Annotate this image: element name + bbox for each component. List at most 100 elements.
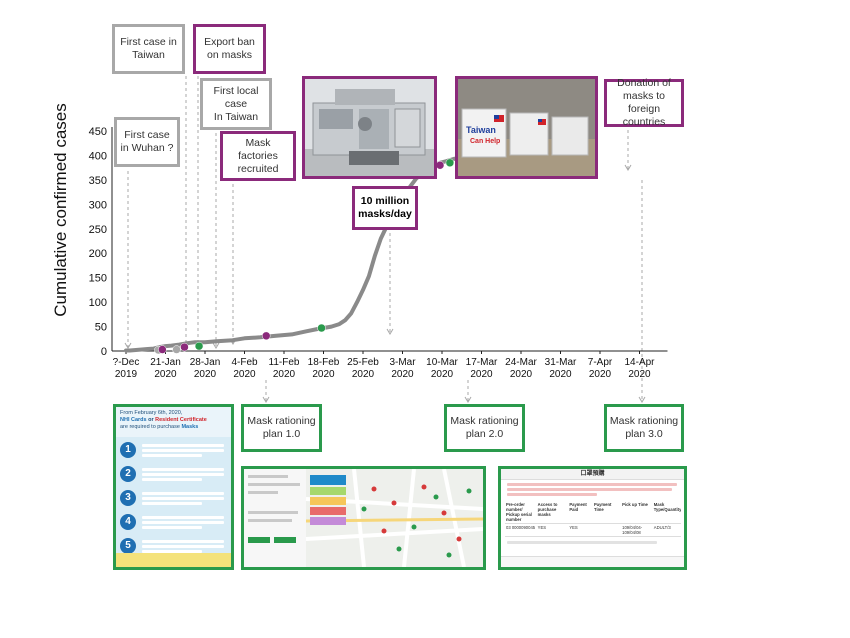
guide-arrowhead <box>212 342 220 349</box>
plan1-step-text-line <box>142 454 202 457</box>
event-marker <box>261 331 271 341</box>
y-tick-label: 0 <box>101 346 107 358</box>
plan1-step-text-line <box>142 540 224 543</box>
guide-arrowhead <box>124 342 132 349</box>
y-tick-labels: 0 50 100 150 200 250 300 350 400 450 <box>89 126 107 358</box>
plan1-step: 5 <box>120 537 228 557</box>
plan1-step-number: 3 <box>120 490 136 506</box>
plan3-cell: YES <box>537 525 547 530</box>
plan1-step-number: 5 <box>120 538 136 554</box>
guide-arrowhead <box>464 396 472 403</box>
event-guide-lines <box>124 76 646 403</box>
event-marker <box>194 341 204 351</box>
plan3-cell: Pick up Time <box>622 502 648 507</box>
event-marker <box>435 160 445 170</box>
y-axis-label: Cumulative confirmed cases <box>51 103 70 317</box>
plan3-cell: 03 0000090045 <box>506 525 536 530</box>
y-tick-label: 350 <box>89 175 107 187</box>
warehouse-photo: Taiwan Can Help <box>455 76 598 179</box>
plan1-step: 1 <box>120 441 228 461</box>
plan2-map-screenshot <box>241 466 486 570</box>
plan1-title-nhi: NHI Cards <box>120 417 147 423</box>
plan1-infographic: From February 6th, 2020, NHI Cards or Re… <box>113 404 234 570</box>
plan3-footer-bar <box>501 556 684 567</box>
plan1-date: From February 6th, 2020, <box>120 410 183 416</box>
plan3-cell: 109/04/04-109/04/08 <box>622 525 643 535</box>
plan1-step-text-line <box>142 502 202 505</box>
plan1-step: 4 <box>120 513 228 533</box>
event-marker <box>158 345 167 354</box>
cases-series-line <box>124 154 474 353</box>
plan3-cell: Pre-order number/ Pickup serial number <box>506 502 532 522</box>
plan3-header-row: Pre-order number/ Pickup serial number Ac… <box>505 501 681 524</box>
taiwan-sign-text: Taiwan <box>466 125 496 135</box>
plan1-step-number: 2 <box>120 466 136 482</box>
event-marker <box>180 342 189 352</box>
plan1-step-text-line <box>142 473 224 476</box>
y-tick-label: 450 <box>89 126 107 138</box>
plan3-cell: Access to purchase masks <box>537 502 558 517</box>
y-tick-label: 50 <box>95 322 107 334</box>
plan1-footer-bar <box>116 553 231 567</box>
can-help-sign-text: Can Help <box>470 138 500 145</box>
plan1-step-text-line <box>142 492 224 495</box>
y-tick-label: 250 <box>89 224 107 236</box>
event-markers <box>154 158 455 355</box>
plan1-title-resident: Resident Certificate <box>155 417 207 423</box>
y-tick-label: 400 <box>89 150 107 162</box>
y-tick-label: 200 <box>89 248 107 260</box>
plan1-step-number: 1 <box>120 442 136 458</box>
donation-boxes-illustration: Taiwan Can Help <box>458 79 595 176</box>
y-tick-label: 300 <box>89 199 107 211</box>
plan1-step-text-line <box>142 526 202 529</box>
plan1-step: 3 <box>120 489 228 509</box>
plan1-step-text-line <box>142 497 224 500</box>
plan3-title: 口罩預購 <box>501 469 684 480</box>
guide-arrowhead <box>386 328 394 335</box>
plan1-step-text-line <box>142 468 224 471</box>
plan1-title-required: are required to purchase <box>120 424 180 430</box>
plan3-cell: Payment Paid <box>569 502 587 512</box>
plan1-step: 2 <box>120 465 228 485</box>
plan1-step-text-line <box>142 449 224 452</box>
guide-arrowhead <box>624 164 632 171</box>
plan1-step-number: 4 <box>120 514 136 530</box>
factory-photo <box>302 76 437 179</box>
y-tick-label: 150 <box>89 273 107 285</box>
plan3-cell: ADULT/3 <box>653 525 671 530</box>
guide-arrowhead <box>638 396 646 403</box>
y-tick-label: 100 <box>89 297 107 309</box>
plan3-cell: Mask Type/Quantity <box>653 502 681 512</box>
event-marker <box>445 158 455 168</box>
plan1-step-text-line <box>142 550 202 553</box>
plan1-step-text-line <box>142 478 202 481</box>
factory-machine-illustration <box>305 79 434 176</box>
plan1-step-text-line <box>142 521 224 524</box>
plan2-map-illustration <box>244 469 483 567</box>
plan3-cell <box>593 524 621 536</box>
